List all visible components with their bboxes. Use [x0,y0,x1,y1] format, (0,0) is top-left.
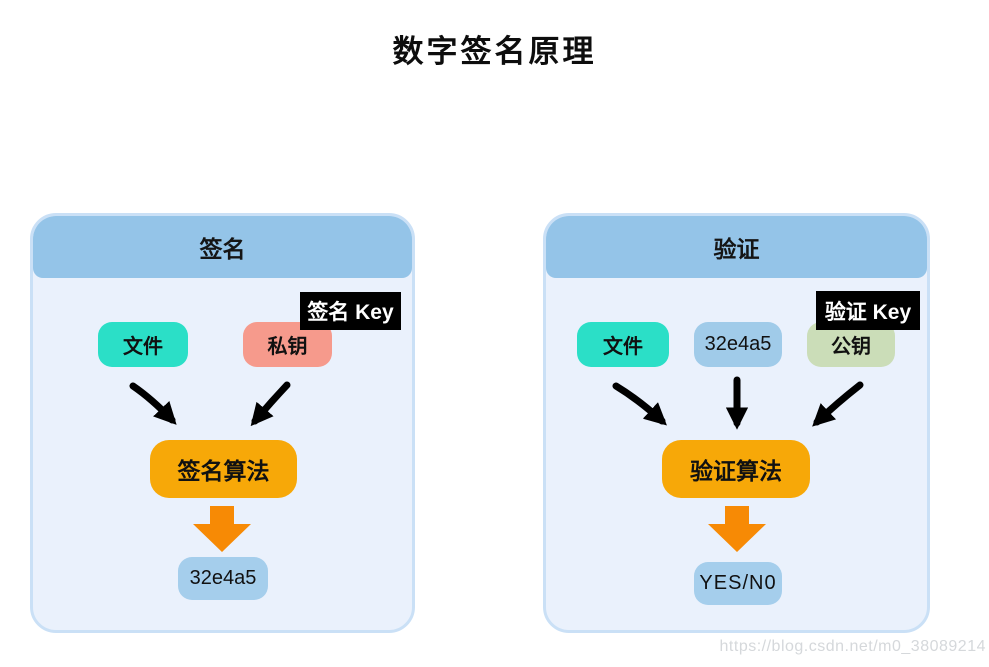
verify-input-hash: 32e4a5 [694,322,782,367]
verify-algorithm-node: 验证算法 [662,440,810,498]
verify-output-result: YES/N0 [694,562,782,605]
watermark-url: https://blog.csdn.net/m0_38089214 [719,638,986,655]
verify-key-label: 验证 Key [816,291,920,330]
sign-algorithm-node: 签名算法 [150,440,297,498]
sign-input-file: 文件 [98,322,188,367]
sign-key-label: 签名 Key [300,292,401,330]
page-title: 数字签名原理 [392,34,597,69]
sign-panel-header: 签名 [33,216,412,278]
verify-panel-header: 验证 [546,216,927,278]
sign-output-hash: 32e4a5 [178,557,268,600]
verify-input-file: 文件 [577,322,669,367]
